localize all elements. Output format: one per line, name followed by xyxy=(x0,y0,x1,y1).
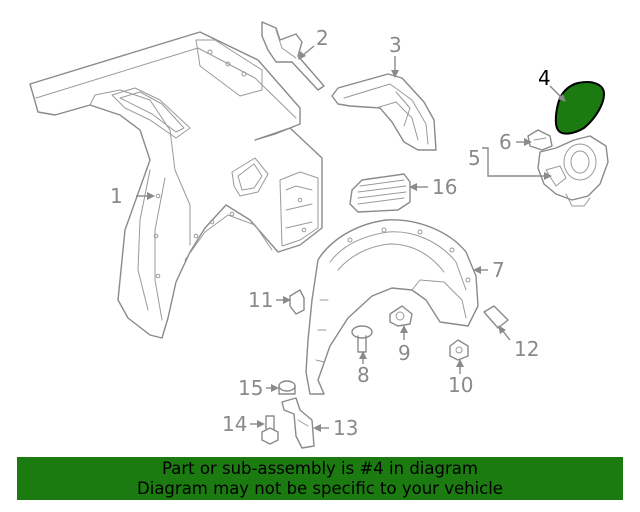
part-13-splash-guard xyxy=(281,397,315,449)
part-6-actuator xyxy=(527,129,553,151)
leader-lines xyxy=(136,45,566,432)
part-2-bracket xyxy=(261,21,325,91)
part-11-clip xyxy=(289,289,305,315)
callout-13: 13 xyxy=(333,416,358,440)
part-9-nut xyxy=(389,305,413,327)
callout-labels: 1 2 3 4 5 6 7 8 9 10 11 12 13 14 15 16 xyxy=(110,26,551,440)
callout-1: 1 xyxy=(110,184,123,208)
callout-11: 11 xyxy=(248,288,273,312)
callout-3: 3 xyxy=(389,33,402,57)
part-16-vent xyxy=(349,173,411,213)
banner-line-disclaimer: Diagram may not be specific to your vehi… xyxy=(137,479,503,498)
callout-7: 7 xyxy=(492,258,505,282)
part-12-pad xyxy=(483,305,509,329)
part-4-fuel-door xyxy=(554,81,606,135)
part-14-screw xyxy=(261,415,279,445)
callout-15: 15 xyxy=(238,376,263,400)
part-10-bolt xyxy=(449,339,469,361)
callout-14: 14 xyxy=(222,412,247,436)
callout-16: 16 xyxy=(432,175,457,199)
banner-line-part-number: Part or sub-assembly is #4 in diagram xyxy=(162,459,478,478)
callout-8: 8 xyxy=(357,363,370,387)
part-1-quarter-panel xyxy=(29,31,323,339)
callout-9: 9 xyxy=(398,341,411,365)
callout-5: 5 xyxy=(468,146,481,170)
callout-12: 12 xyxy=(514,337,539,361)
exploded-parts-diagram: 1 2 3 4 5 6 7 8 9 10 11 12 13 14 15 16 xyxy=(29,21,609,449)
callout-6: 6 xyxy=(499,130,512,154)
part-3-inner-panel xyxy=(331,73,437,151)
part-15-grommet xyxy=(278,380,296,395)
part-8-push-pin xyxy=(351,325,373,353)
callout-10: 10 xyxy=(448,373,473,397)
part-7-wheelhouse-liner xyxy=(305,219,479,395)
part-info-banner: Part or sub-assembly is #4 in diagram Di… xyxy=(17,457,623,500)
part-5-filler-housing xyxy=(537,135,609,207)
callout-2: 2 xyxy=(316,26,329,50)
callout-4: 4 xyxy=(538,66,551,90)
